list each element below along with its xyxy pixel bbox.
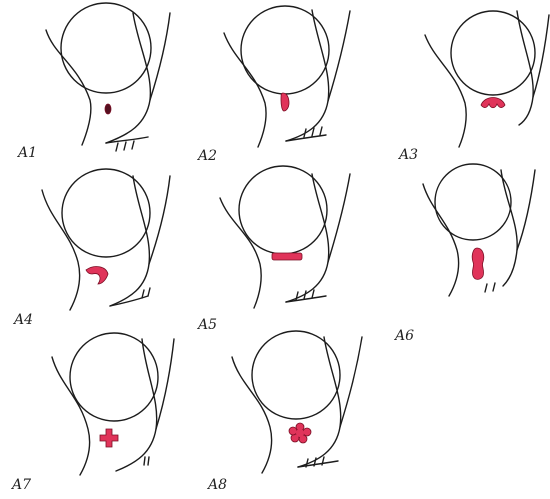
tooth-sketch-a8 [210, 335, 380, 495]
label-a1: A1 [18, 145, 37, 161]
panel-a1: A1 [18, 5, 188, 165]
lesion-bar-a5 [272, 253, 302, 260]
tooth-sketch-a4 [18, 170, 188, 330]
label-a7: A7 [12, 477, 31, 493]
lesion-dot-a1 [105, 104, 111, 114]
panel-a3: A3 [385, 5, 550, 165]
label-a2: A2 [198, 148, 217, 164]
panel-a7: A7 [18, 335, 188, 495]
lesion-cross-a7 [100, 429, 118, 447]
tooth-sketch-a6 [385, 170, 550, 330]
panel-a5: A5 [200, 170, 370, 330]
tooth-sketch-a2 [200, 5, 370, 165]
panel-a6: A6 [385, 170, 550, 330]
lesion-curve-a4 [86, 267, 108, 284]
label-a6: A6 [395, 328, 414, 344]
panel-a8: A8 [210, 335, 380, 495]
lesion-drop-a6 [472, 248, 484, 279]
panel-a2: A2 [200, 5, 370, 165]
label-a3: A3 [399, 147, 418, 163]
lesion-drop-a2 [281, 93, 289, 111]
label-a8: A8 [208, 477, 227, 493]
label-a4: A4 [14, 312, 33, 328]
label-a5: A5 [198, 317, 217, 333]
tooth-sketch-a1 [18, 5, 188, 165]
tooth-sketch-a3 [385, 5, 550, 165]
tooth-sketch-a5 [200, 170, 370, 330]
tooth-sketch-a7 [18, 335, 188, 495]
panel-a4: A4 [18, 170, 188, 330]
lesion-crescent-a3 [481, 98, 505, 108]
lesion-rosette-a8 [289, 423, 311, 443]
